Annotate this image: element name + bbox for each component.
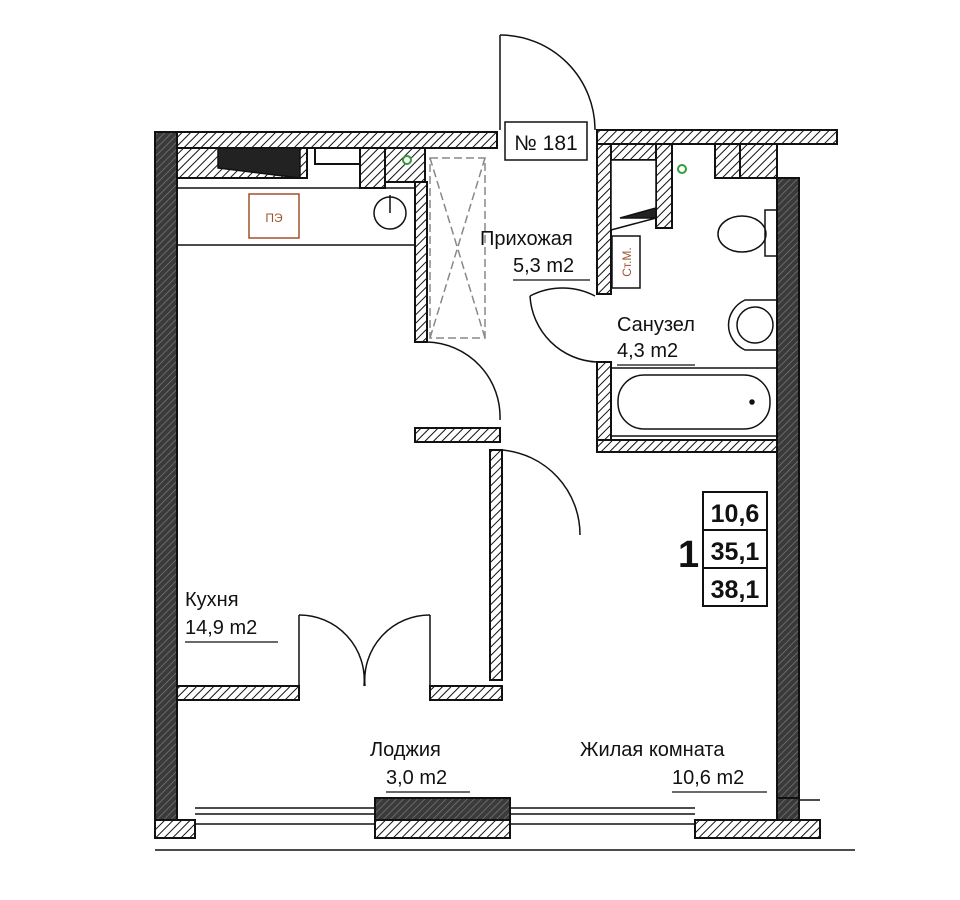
bathroom-name: Санузел [617, 314, 695, 336]
rooms-count: 1 [678, 534, 699, 576]
doors [298, 34, 598, 687]
living-area-value: 10,6 [711, 500, 760, 528]
kitchen-area: 14,9 m2 [185, 617, 257, 639]
area-summary: 1 10,6 35,1 38,1 [678, 491, 768, 607]
bathroom-area: 4,3 m2 [617, 340, 678, 362]
kitchen-name: Кухня [185, 589, 239, 611]
living-room-name: Жилая комната [580, 739, 725, 761]
riser-box [611, 235, 641, 289]
loggia-area: 3,0 m2 [386, 767, 447, 789]
loggia-name: Лоджия [370, 739, 441, 761]
interior-walls [176, 143, 778, 701]
bathroom-fixtures [610, 159, 778, 437]
electric-panel-label: ПЭ [265, 211, 283, 225]
living-room-area: 10,6 m2 [672, 767, 744, 789]
marker-icon [402, 155, 412, 165]
windows [155, 799, 855, 851]
total-with-loggia-value: 38,1 [711, 576, 760, 604]
apartment-number-box [504, 121, 588, 161]
riser-label: Ст.М. [620, 247, 634, 277]
outer-walls [154, 129, 838, 839]
hallway-area: 5,3 m2 [513, 255, 574, 277]
total-area-value: 35,1 [711, 538, 760, 566]
marker-icon [677, 164, 687, 174]
hallway-name: Прихожая [480, 228, 573, 250]
apartment-number: № 181 [514, 132, 577, 155]
wardrobe [429, 157, 486, 339]
kitchen-counter [177, 147, 415, 246]
